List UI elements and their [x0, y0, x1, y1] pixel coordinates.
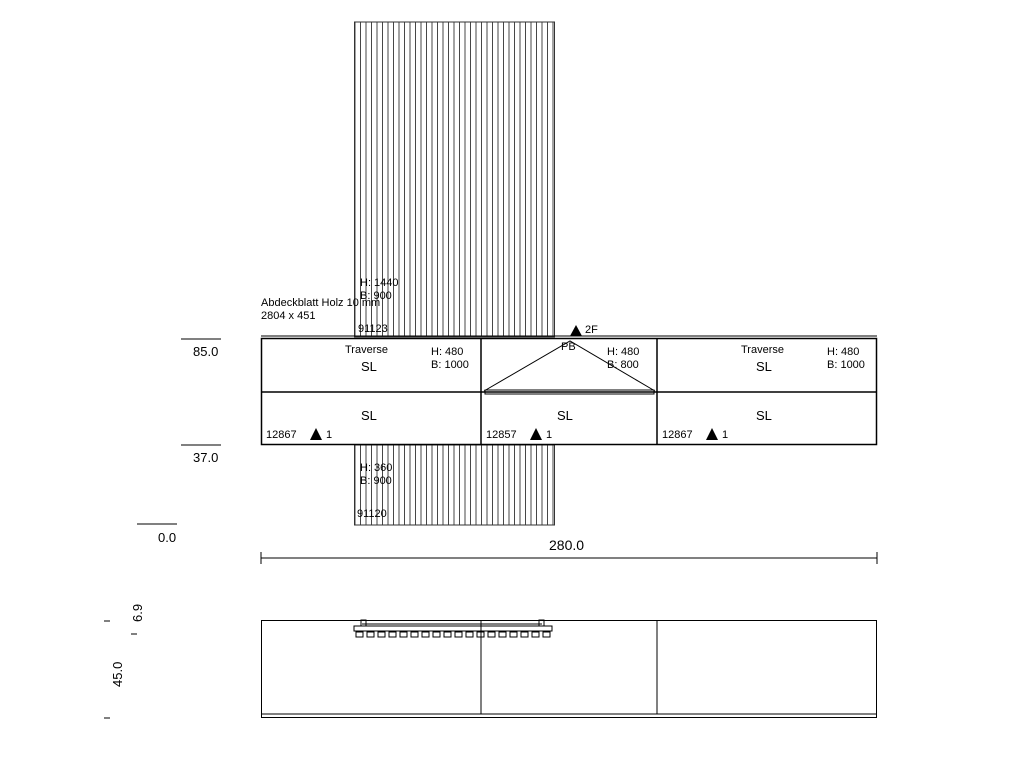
- level-top-label: 85.0: [193, 344, 218, 359]
- elevation-view: [261, 619, 877, 718]
- top-panel-width: B: 900: [360, 290, 392, 302]
- rack-square: [509, 631, 518, 638]
- rack-square: [399, 631, 408, 638]
- rack-square: [355, 631, 364, 638]
- module-3-article: 12867: [662, 429, 693, 441]
- rail: [353, 625, 553, 632]
- rack-square: [487, 631, 496, 638]
- width-dimension-line: [260, 552, 878, 564]
- triangle-marker-icon: [706, 428, 718, 440]
- elevation-dimension-ticks: [104, 620, 137, 719]
- rack-square: [542, 631, 551, 638]
- wall-panel-top-hatch: [354, 21, 555, 338]
- elev-height-label: 45.0: [110, 662, 125, 687]
- rack-square: [388, 631, 397, 638]
- panel-outline: [354, 21, 555, 338]
- level-zero-label: 0.0: [158, 530, 176, 545]
- shelf-triangle: [483, 340, 656, 392]
- module-1-article: 12867: [266, 429, 297, 441]
- rack-square: [421, 631, 430, 638]
- module-3-top-code: SL: [756, 359, 772, 374]
- cover-label: Abdeckblatt Holz 10 mm: [261, 297, 380, 309]
- module-2-bottom-code: SL: [557, 408, 573, 423]
- module-3-title: Traverse: [741, 344, 784, 356]
- rack-square: [454, 631, 463, 638]
- rack-square: [498, 631, 507, 638]
- module-2-count: 1: [546, 429, 552, 441]
- rack-square: [377, 631, 386, 638]
- module-3-count: 1: [722, 429, 728, 441]
- module-1-count: 1: [326, 429, 332, 441]
- rack-square: [443, 631, 452, 638]
- module-2-width: B: 800: [607, 359, 639, 371]
- rack-square: [476, 631, 485, 638]
- triangle-marker-icon: [310, 428, 322, 440]
- module-2-height: H: 480: [607, 346, 639, 358]
- module-3-bottom-code: SL: [756, 408, 772, 423]
- bottom-panel-height: H: 360: [360, 462, 392, 474]
- bottom-panel-article: 91120: [357, 508, 387, 520]
- module-3-width: B: 1000: [827, 359, 865, 371]
- rack-square: [465, 631, 474, 638]
- rack-square: [366, 631, 375, 638]
- rack-squares: [355, 631, 551, 638]
- module-1-top-code: SL: [361, 359, 377, 374]
- plan-view: [260, 335, 878, 446]
- rack-square: [410, 631, 419, 638]
- total-width-label: 280.0: [549, 537, 584, 553]
- module-3-height: H: 480: [827, 346, 859, 358]
- triangle-marker-icon: [530, 428, 542, 440]
- rack-square: [531, 631, 540, 638]
- level-mid-label: 37.0: [193, 450, 218, 465]
- module-2-title: PB: [561, 341, 576, 353]
- module-2-article: 12857: [486, 429, 517, 441]
- cover-size: 2804 x 451: [261, 310, 315, 322]
- top-panel-height: H: 1440: [360, 277, 399, 289]
- triangle-marker-icon: [570, 325, 582, 336]
- rack-square: [432, 631, 441, 638]
- module-1-title: Traverse: [345, 344, 388, 356]
- elev-small-label: 6.9: [130, 604, 145, 622]
- top-panel-article: 91123: [358, 323, 388, 335]
- module-1-width: B: 1000: [431, 359, 469, 371]
- marker-2f-label: 2F: [585, 324, 598, 336]
- module-1-bottom-code: SL: [361, 408, 377, 423]
- rack-square: [520, 631, 529, 638]
- shelf-board: [484, 389, 655, 395]
- wall-panel-bottom-hatch: [354, 444, 555, 526]
- bottom-panel-width: B: 900: [360, 475, 392, 487]
- module-1-height: H: 480: [431, 346, 463, 358]
